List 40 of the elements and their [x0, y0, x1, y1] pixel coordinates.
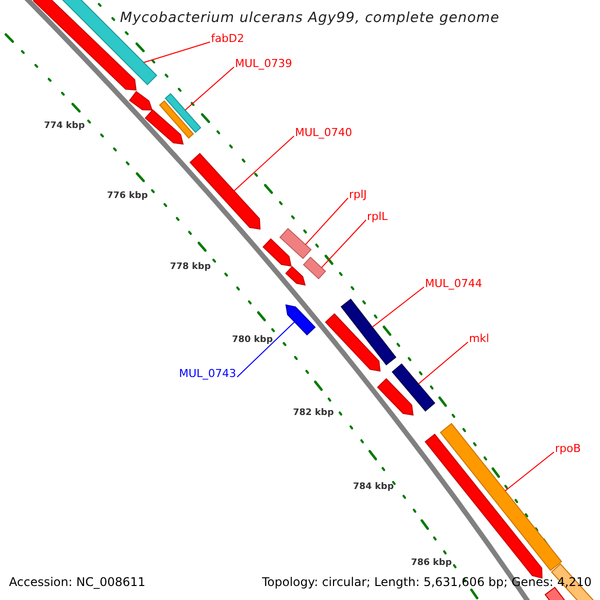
gene-segment [164, 93, 202, 133]
gene-label: MUL_0739 [235, 58, 292, 69]
position-label: 774 kbp [44, 122, 85, 131]
gene-segment [279, 228, 312, 260]
gene-segment [129, 90, 153, 111]
gene-segment [285, 304, 316, 336]
position-label: 784 kbp [353, 483, 394, 492]
leader-line [236, 321, 296, 378]
leader-line [372, 286, 424, 328]
gene-segment [377, 378, 414, 416]
gene-segment [340, 298, 396, 366]
gene-label: rplL [367, 211, 388, 222]
position-label: 778 kbp [170, 263, 211, 272]
gene-segment [392, 363, 436, 412]
gene-label: fabD2 [211, 33, 244, 44]
leader-line [305, 198, 348, 246]
leader-line [321, 220, 366, 268]
position-label: 786 kbp [411, 559, 452, 568]
gene-segment [159, 100, 194, 139]
diagram-title: Mycobacterium ulcerans Agy99, complete genome [120, 11, 500, 25]
leader-line [233, 136, 294, 192]
gene-segment [190, 152, 261, 230]
position-label: 780 kbp [232, 336, 273, 345]
gene-segment [262, 238, 292, 267]
gene-label: MUL_0744 [425, 278, 482, 289]
gene-label: mkl [469, 333, 490, 344]
position-label: 782 kbp [293, 409, 334, 418]
gene-segment [144, 109, 184, 145]
gene-label: MUL_0740 [295, 127, 352, 138]
gene-label: rplJ [349, 189, 367, 200]
gene-label: MUL_0743 [179, 368, 236, 379]
gene-segment [324, 313, 381, 372]
position-label: 776 kbp [107, 192, 148, 201]
accession-text: Accession: NC_008611 [9, 576, 146, 588]
leader-line [143, 42, 210, 63]
leader-line [504, 452, 554, 492]
gene-segment [302, 256, 326, 280]
gene-label: rpoB [555, 443, 581, 454]
gene-segment [285, 266, 306, 286]
leader-line [184, 66, 234, 111]
